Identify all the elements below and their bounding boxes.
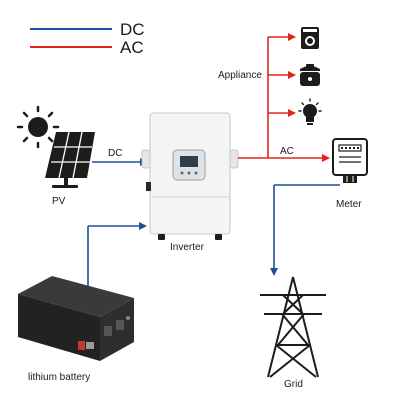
light-bulb-icon (298, 98, 322, 125)
solar-panel-icon (45, 131, 95, 188)
inverter-unit (141, 112, 239, 240)
rice-cooker-icon (300, 64, 320, 86)
transmission-tower-icon (260, 276, 326, 378)
legend-ac-label: AC (120, 38, 144, 57)
legend-dc-label: DC (120, 20, 145, 39)
battery-label: lithium battery (28, 372, 90, 383)
battery-connection (87, 222, 147, 292)
appliance-label: Appliance (218, 70, 262, 81)
ac-flow-label: AC (280, 146, 294, 157)
dc-flow-label: DC (108, 148, 122, 159)
electric-meter-icon (332, 138, 368, 183)
ac-distribution (238, 33, 330, 162)
legend: DC AC (30, 20, 145, 57)
grid-label: Grid (284, 379, 303, 390)
grid-connection (270, 184, 340, 276)
battery-icon (18, 276, 134, 361)
inverter-label: Inverter (170, 242, 205, 253)
sun-icon (16, 105, 60, 149)
pv-label: PV (52, 196, 66, 207)
washing-machine-icon (301, 27, 319, 49)
meter-label: Meter (336, 199, 362, 210)
